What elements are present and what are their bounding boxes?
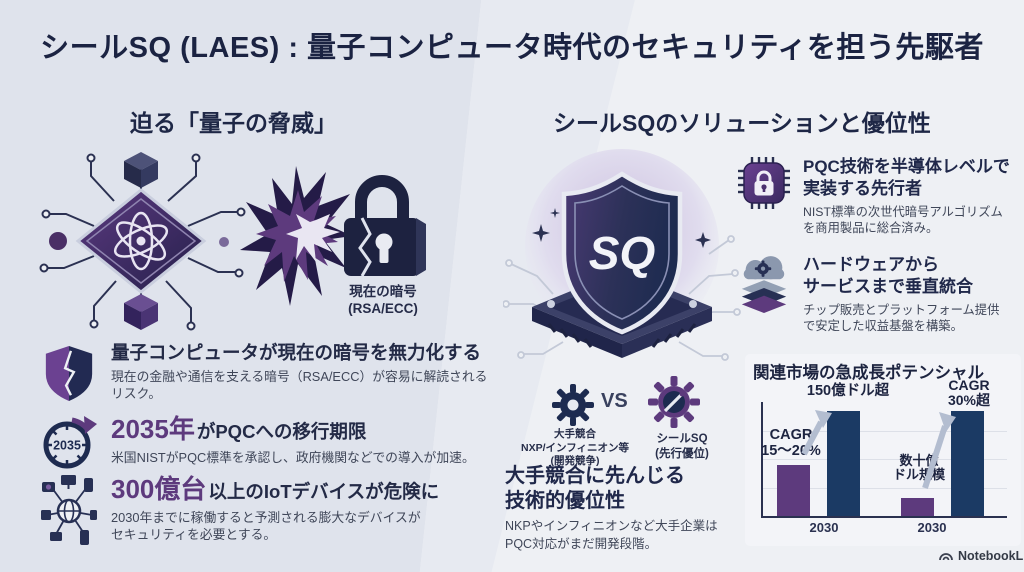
quantum-computer-chip-illustration (36, 146, 248, 341)
broken-padlock-icon (332, 166, 432, 289)
chart-title: 関連市場の急成長ポテンシャル (753, 364, 984, 382)
feature-title: ハードウェアから サービスまで垂直統合 (803, 255, 973, 296)
bar-cagr-15-20 (777, 464, 810, 516)
current-crypto-caption: 現在の暗号 (RSA/ECC) (348, 284, 418, 316)
atom-icon (113, 211, 169, 271)
x-axis-label: 2030 (809, 520, 839, 535)
feature-title: PQC技術を半導体レベルで 実装する先行者 (803, 157, 1010, 198)
clock-2035-icon: 2035 (40, 414, 98, 472)
iot-network-icon (40, 474, 98, 546)
cube-top (124, 152, 158, 188)
x-axis-label: 2030 (917, 520, 947, 535)
sq-shield-chip-illustration: SQ (502, 144, 741, 371)
bar-label-cagr-30: CAGR 30%超 (947, 377, 991, 409)
highlight-300b: 300億台 (111, 474, 207, 504)
notebooklm-logo-icon (939, 553, 953, 561)
vs-label: VS (601, 390, 628, 412)
competitor-label: 大手競合 NXP/インフィニオン等 (開発競争) (521, 428, 629, 468)
advantage-title: 大手競合に先んじる 技術的優位性 (505, 465, 685, 512)
threat-bullet-2035: 2035 2035年がPQCへの移行期限 米国NISTがPQC標準を承認し、政府… (40, 414, 492, 472)
threat-section-heading: 迫る「量子の脅威」 (130, 110, 337, 136)
growth-arrow-icon (801, 410, 832, 456)
explosion-burst-icon (238, 164, 353, 314)
solution-section-heading: シールSQのソリューションと優位性 (553, 110, 931, 136)
sealsq-label: シールSQ (先行優位) (655, 433, 709, 460)
chart-plot-area: CAGR 15～20% 150億ドル超 数十億 ドル規模 CAGR 30%超 2… (761, 377, 1007, 535)
bar-150b-dollars (827, 411, 860, 516)
sparkle-icon (532, 208, 711, 248)
bullet-title: 2035年がPQCへの移行期限 (111, 414, 367, 444)
bullet-title: 量子コンピュータが現在の暗号を無力化する (111, 342, 482, 363)
page-title: シールSQ (LAES) : 量子コンピュータ時代のセキュリティを担う先駆者 (40, 32, 984, 64)
cube-bottom (124, 294, 158, 330)
competitor-gear-icon (550, 382, 596, 433)
svg-text:SQ: SQ (589, 227, 656, 279)
bullet-desc: 米国NISTがPQC標準を承認し、政府機関などでの導入が加速。 (111, 450, 475, 466)
chip-lock-icon (737, 156, 791, 210)
bar-label-150b: 150億ドル超 (806, 383, 890, 399)
highlight-2035: 2035年 (111, 414, 195, 444)
bar-several-billion (901, 497, 934, 516)
brand-text: NotebookLM (958, 549, 1024, 563)
advantage-desc: NKPやインフィニオンなど大手企業は PQC対応がまだ開発段階。 (505, 519, 718, 551)
feature-pqc-semiconductor: PQC技術を半導体レベルで 実装する先行者 NIST標準の次世代暗号アルゴリズム… (737, 156, 1024, 237)
bar-cagr-30 (951, 411, 984, 516)
bullet-title: 300億台以上のIoTデバイスが危険に (111, 474, 440, 504)
feature-desc: チップ販売とプラットフォーム提供 で安定した収益基盤を構築。 (803, 302, 1000, 334)
svg-text:2035: 2035 (53, 439, 81, 453)
sealsq-gear-compass-icon (646, 374, 702, 435)
feature-desc: NIST標準の次世代暗号アルゴリズム を商用製品に総合済み。 (803, 204, 1003, 236)
bullet-desc: 現在の金融や通信を支える暗号（RSA/ECC）が容易に解読されるリスク。 (111, 369, 488, 402)
broken-shield-icon (40, 342, 98, 404)
growth-arrow-icon (922, 412, 956, 489)
cloud-stack-icon (737, 254, 791, 320)
market-chart: 関連市場の急成長ポテンシャル CAGR 15～20% 150億ドル超 数十億 ド… (745, 354, 1021, 546)
feature-vertical-integration: ハードウェアから サービスまで垂直統合 チップ販売とプラットフォーム提供 で安定… (737, 254, 1024, 335)
notebooklm-brand: NotebookLM (938, 549, 1024, 563)
threat-bullet-crypto: 量子コンピュータが現在の暗号を無力化する 現在の金融や通信を支える暗号（RSA/… (40, 342, 492, 404)
bullet-desc: 2030年までに稼働すると予測される膨大なデバイスが セキュリティを必要とする。 (111, 510, 421, 543)
threat-bullet-iot: 300億台以上のIoTデバイスが危険に 2030年までに稼働すると予測される膨大… (40, 474, 492, 546)
